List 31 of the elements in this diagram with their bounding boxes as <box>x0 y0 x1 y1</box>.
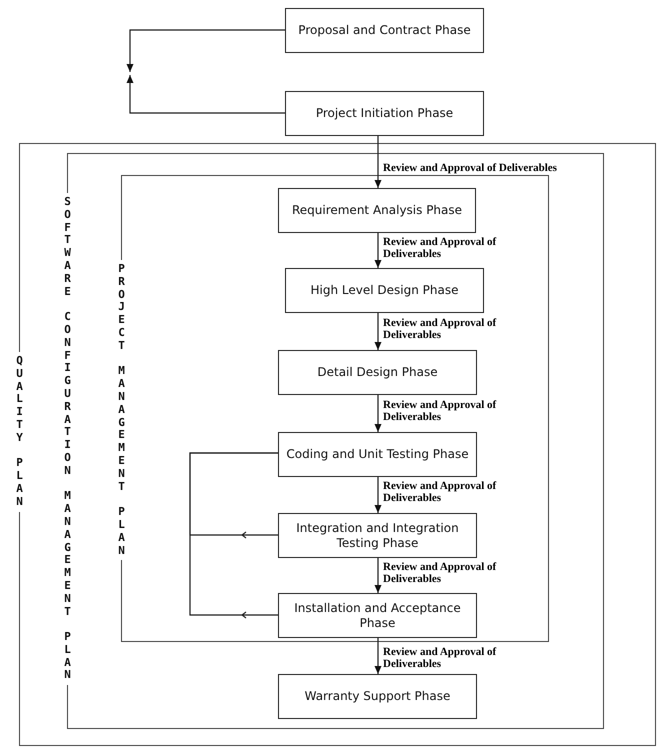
phase-box <box>285 268 484 313</box>
phase-name: High Level Design Phase <box>310 283 458 298</box>
phase-name: Warranty Support Phase <box>304 689 450 704</box>
plan-title: PROJECT MANAGEMENT PLAN <box>116 260 126 560</box>
phase-box <box>278 593 477 638</box>
phase-box <box>285 91 484 136</box>
phase-name: Requirement Analysis Phase <box>292 203 462 218</box>
phase-box <box>278 674 477 719</box>
feedback-arrow <box>189 452 278 619</box>
arrow <box>126 29 285 72</box>
phase-name: Installation and Acceptance Phase <box>293 600 462 630</box>
arrow <box>374 136 382 188</box>
phase-name: Project Initiation Phase <box>316 106 454 121</box>
phase-name: Proposal and Contract Phase <box>298 23 471 38</box>
plan-title: SOFTWARE CONFIGURATION MANAGEMENT PLAN <box>62 193 72 686</box>
phase-box <box>278 513 477 558</box>
phase-box <box>278 350 477 395</box>
phase-name: Coding and Unit Testing Phase <box>286 447 469 462</box>
arrow <box>374 233 382 268</box>
phase-name: Integration and Integration Testing Phase <box>295 520 460 550</box>
arrow <box>374 477 382 513</box>
arrow <box>374 313 382 350</box>
plan-title: QUALITY PLAN <box>14 352 24 512</box>
phase-box <box>278 432 477 477</box>
phase-box <box>278 188 476 233</box>
arrow <box>374 638 382 674</box>
arrow <box>374 395 382 432</box>
arrow <box>374 558 382 593</box>
phase-name: Detail Design Phase <box>317 365 438 380</box>
phase-box <box>285 8 484 53</box>
arrow <box>126 75 285 114</box>
